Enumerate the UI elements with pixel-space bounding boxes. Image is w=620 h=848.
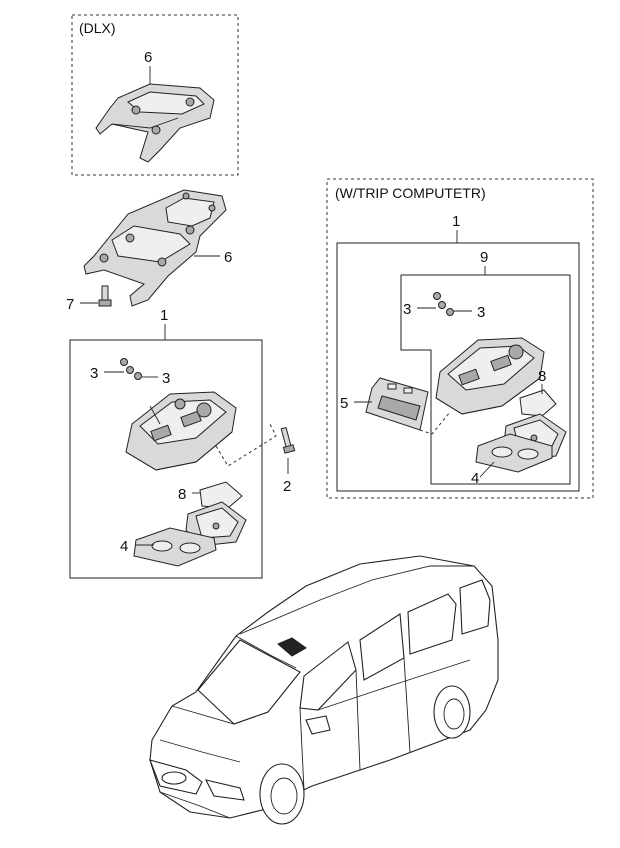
callout-trip-computer: 5 <box>340 395 348 412</box>
callout-trip-cap-right: 3 <box>477 304 485 321</box>
roof-lamp-location <box>277 637 307 657</box>
lamp-assembly-group: 1 3 3 2 <box>69 307 296 579</box>
callout-lamp-assy: 1 <box>160 307 168 324</box>
callout-lens: 8 <box>178 486 186 503</box>
trip-caps-3 <box>433 292 454 316</box>
caps-3 <box>120 358 142 380</box>
callout-trip-sub: 9 <box>480 249 488 266</box>
screw-2 <box>280 426 296 454</box>
callout-trip-lens: 8 <box>538 368 546 385</box>
trip-frame <box>326 178 594 499</box>
trip-caption: (W/TRIP COMPUTETR) <box>335 185 486 201</box>
trip-bezel-4 <box>475 433 553 473</box>
callout-bezel: 4 <box>120 538 128 555</box>
trip-assy-frame <box>336 242 580 492</box>
bolt-7 <box>98 285 112 307</box>
leader-trip-bezel <box>479 461 495 478</box>
callout-cap-right: 3 <box>162 370 170 387</box>
dlx-group: (DLX) 6 <box>71 14 239 176</box>
callout-bolt: 7 <box>66 296 74 313</box>
dlx-caption: (DLX) <box>79 20 116 36</box>
bracket-group: 6 7 <box>66 189 232 313</box>
trip-computer-group: (W/TRIP COMPUTETR) 1 9 3 3 <box>326 178 594 499</box>
map-lamp-housing <box>125 391 237 471</box>
callout-trip-bezel: 4 <box>471 470 479 487</box>
callout-trip-assy: 1 <box>452 213 460 230</box>
minivan-illustration <box>149 555 499 825</box>
dlx-frame <box>71 14 239 176</box>
callout-trip-cap-left: 3 <box>403 301 411 318</box>
bezel-4 <box>133 527 217 567</box>
callout-screw: 2 <box>283 478 291 495</box>
roof-bracket <box>83 189 227 307</box>
screw-guide <box>215 423 277 467</box>
trip-module-guide <box>419 411 451 435</box>
trip-computer-module-5 <box>365 377 429 431</box>
trip-lamp-housing <box>435 337 545 415</box>
lens-8 <box>199 481 243 509</box>
callout-dlx-bracket: 6 <box>144 49 152 66</box>
lamp-assy-frame <box>69 339 263 579</box>
trip-lens-8 <box>519 389 557 417</box>
callout-cap-left: 3 <box>90 365 98 382</box>
trip-sub-frame <box>400 274 571 485</box>
dlx-roof-bracket <box>95 83 215 163</box>
callout-bracket: 6 <box>224 249 232 266</box>
